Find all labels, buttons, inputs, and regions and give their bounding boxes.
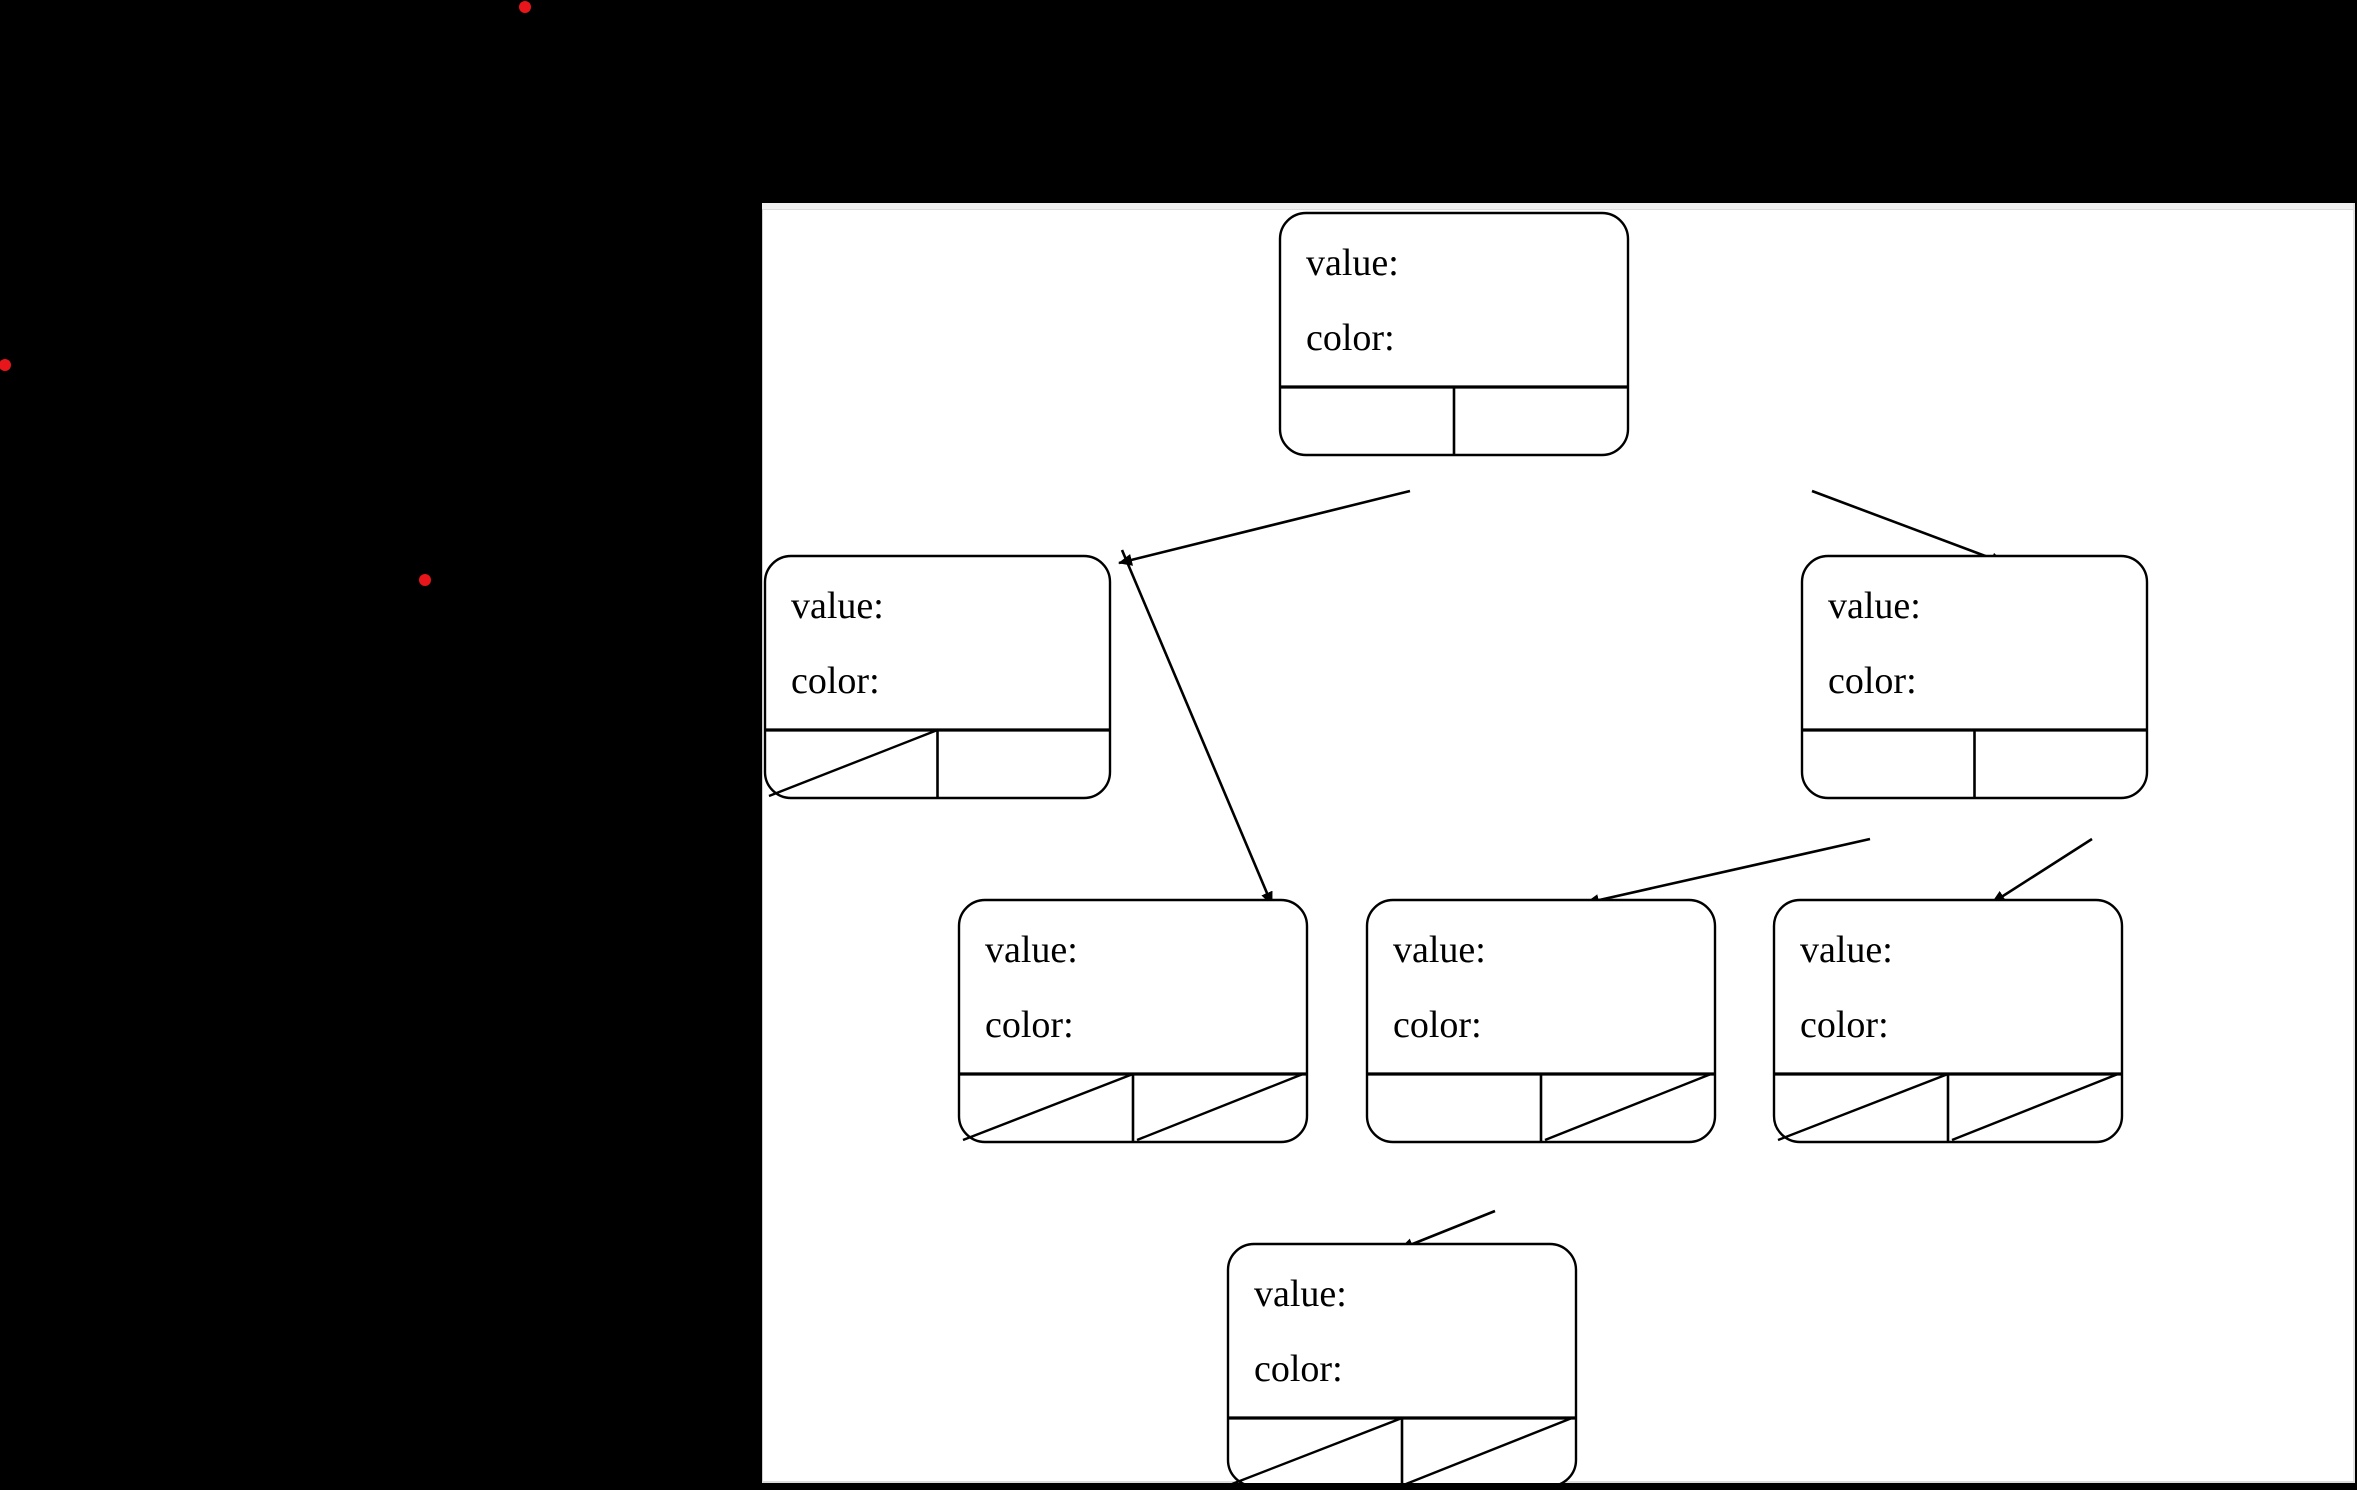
tree-node-n2[interactable] [763, 554, 1112, 800]
tree-edge-n2-right-to-n4 [1120, 549, 1274, 906]
node-value-label: value: [791, 585, 884, 627]
diagram-panel: value: color: value: color: value: color: valu… [762, 203, 2355, 1483]
tree-edge-n1-left-to-n2 [1118, 489, 1411, 566]
tree-diagram-canvas: value: color: value: color: value: color: valu… [762, 203, 2355, 1483]
node-value-label: value: [1828, 585, 1921, 627]
right-pointer-null-slash [1405, 1416, 1573, 1483]
node-value-label: value: [1393, 929, 1486, 971]
node-layer [763, 211, 2149, 1483]
node-text-layer: value: color: value: color: value: color: valu… [791, 242, 1921, 1390]
right-pointer-null-slash [1544, 1072, 1712, 1142]
tree-edge-n5-left-to-n7 [1399, 1209, 1496, 1251]
node-color-label: color: [791, 660, 880, 702]
right-pointer-null-slash [1951, 1072, 2119, 1142]
red-dot-top [519, 1, 531, 13]
node-color-label: color: [1828, 660, 1917, 702]
node-box [1226, 1242, 1578, 1483]
node-color-label: color: [985, 1004, 1074, 1046]
left-pointer-null-slash [962, 1072, 1134, 1142]
binary-tree-svg: value: color: value: color: value: color: valu… [763, 211, 2149, 1483]
tree-node-n5[interactable] [1365, 898, 1717, 1144]
edge-layer [1118, 489, 2093, 1251]
node-color-label: color: [1800, 1004, 1889, 1046]
left-pointer-null-slash [768, 728, 938, 798]
panel-left-edge [762, 209, 763, 1483]
panel-top-bar [762, 203, 2355, 210]
tree-node-n7[interactable] [1226, 1242, 1578, 1483]
tree-node-n4[interactable] [957, 898, 1309, 1144]
node-value-label: value: [1254, 1273, 1347, 1315]
tree-edge-n3-right-to-n6 [1991, 837, 2093, 905]
left-pointer-null-slash [1777, 1072, 1949, 1142]
node-value-label: value: [1306, 242, 1399, 284]
node-value-label: value: [1800, 929, 1893, 971]
node-value-label: value: [985, 929, 1078, 971]
tree-node-n6[interactable] [1772, 898, 2124, 1144]
panel-right-edge [2353, 203, 2355, 1483]
tree-edge-n3-left-to-n5 [1585, 837, 1871, 906]
node-color-label: color: [1393, 1004, 1482, 1046]
node-color-label: color: [1254, 1348, 1343, 1390]
right-pointer-null-slash [1136, 1072, 1304, 1142]
left-pointer-null-slash [1231, 1416, 1403, 1483]
tree-node-n1[interactable] [1278, 211, 1630, 457]
tree-edge-n1-right-to-n3 [1811, 489, 2005, 565]
red-dot-middle [419, 574, 431, 586]
red-dot-left [0, 359, 11, 371]
node-color-label: color: [1306, 317, 1395, 359]
tree-node-n3[interactable] [1800, 554, 2149, 800]
